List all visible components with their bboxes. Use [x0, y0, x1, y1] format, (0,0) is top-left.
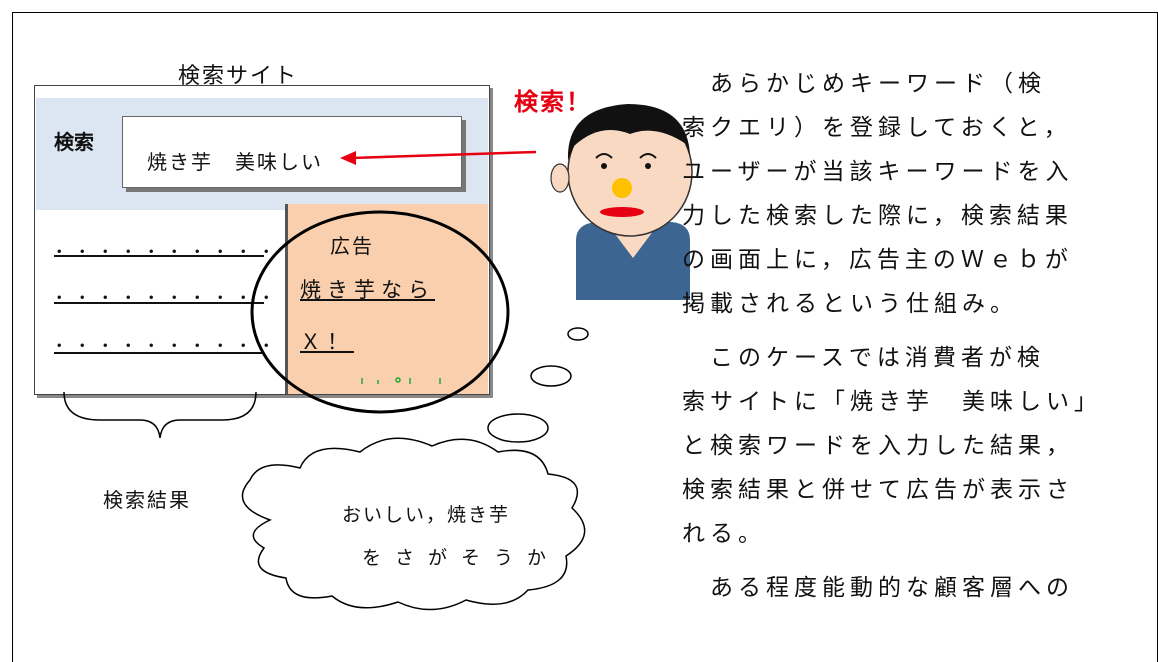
result-dots-1: ．．．．．．．．．．	[54, 234, 296, 259]
ad-line-1: 焼き芋なら	[300, 278, 435, 302]
result-dots-3: ．．．．．．．．．．	[54, 328, 296, 353]
ad-panel	[285, 204, 488, 394]
explanation-line-4: 力した検索した際に，検索結果	[682, 203, 1073, 229]
explanation-line-5: の画面上に，広告主のＷｅｂが	[682, 247, 1073, 273]
ad-line-2: Ｘ！	[300, 330, 354, 354]
explanation-line-8: 索サイトに「焼き芋 美味しい」	[682, 389, 1102, 415]
explanation-line-6: 掲載されるという仕組み。	[682, 291, 1018, 317]
explanation-line-1: あらかじめキーワード（検	[682, 71, 1046, 97]
result-underline-3	[54, 352, 264, 354]
ad-title: 広告	[330, 234, 374, 258]
explanation-line-2: 索クエリ）を登録しておくと，	[682, 115, 1072, 141]
search-input	[122, 116, 462, 188]
highlight-ellipse	[250, 210, 510, 414]
ad-green-marks-icon	[361, 377, 441, 384]
search-exclaim: 検索！	[514, 88, 592, 116]
search-label: 検索	[54, 130, 94, 154]
thought-dot-2	[530, 365, 572, 387]
search-query: 焼き芋 美味しい	[147, 150, 323, 174]
site-title: 検索サイト	[178, 64, 299, 89]
thought-dot-1	[567, 327, 589, 341]
thought-dot-3	[487, 413, 549, 443]
results-brace-icon	[63, 391, 257, 439]
search-results-label: 検索結果	[103, 488, 191, 512]
explanation-line-11: れる。	[682, 521, 766, 547]
result-dots-2: ．．．．．．．．．．	[54, 280, 296, 305]
explanation-line-12: ある程度能動的な顧客層への	[682, 575, 1074, 601]
thought-line-1: おいしい，焼き芋	[342, 504, 511, 526]
arrow-icon	[340, 150, 537, 165]
thought-cloud-icon	[241, 437, 586, 611]
explanation-line-10: 検索結果と併せて広告が表示さ	[682, 477, 1074, 503]
explanation-line-3: ユーザーが当該キーワードを入	[682, 159, 1074, 185]
result-underline-2	[54, 302, 264, 304]
explanation-line-9: と検索ワードを入力した結果，	[682, 433, 1074, 459]
explanation-line-7: このケースでは消費者が検	[682, 345, 1045, 371]
result-underline-1	[54, 255, 264, 257]
thought-line-2: をさがそうか	[362, 547, 561, 569]
person-icon	[550, 104, 693, 300]
